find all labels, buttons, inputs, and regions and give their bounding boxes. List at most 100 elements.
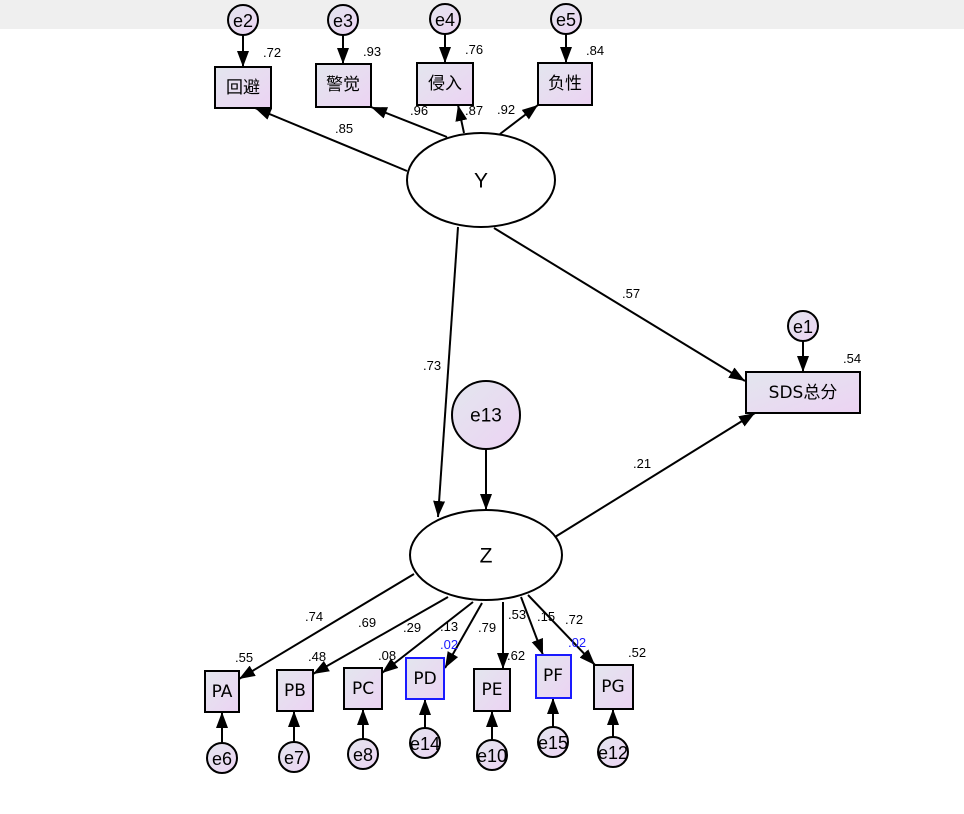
- latent-y-ellipse[interactable]: [406, 132, 556, 228]
- path-z-to-pf[interactable]: [520, 596, 544, 656]
- error-e15-circle[interactable]: [537, 726, 569, 758]
- error-e13[interactable]: e13: [451, 380, 521, 450]
- coef-z-sds: .21: [633, 456, 651, 471]
- error-e14[interactable]: e14: [409, 727, 441, 759]
- observed-pe[interactable]: PE: [473, 668, 511, 712]
- path-z-to-pb[interactable]: [312, 596, 449, 675]
- path-y-to-qinru[interactable]: [455, 104, 468, 134]
- r2-pb: .48: [308, 649, 326, 664]
- observed-sds-total[interactable]: SDS总分: [745, 371, 861, 414]
- observed-pb-box[interactable]: [276, 669, 314, 712]
- error-e3-label: e3: [333, 11, 353, 31]
- coef-z-pc: .29: [403, 620, 421, 635]
- path-z-to-pc[interactable]: [381, 601, 474, 674]
- error-e8-label: e8: [353, 745, 373, 765]
- error-e10[interactable]: e10: [476, 739, 508, 771]
- error-e7-circle[interactable]: [278, 741, 310, 773]
- coef-z-pg: .72: [565, 612, 583, 627]
- error-e4-label: e4: [435, 10, 455, 30]
- latent-z[interactable]: Z: [409, 509, 563, 601]
- observed-pg-box[interactable]: [593, 664, 634, 710]
- error-e4-circle[interactable]: [429, 3, 461, 35]
- observed-pd[interactable]: PD: [405, 657, 445, 700]
- observed-jingjue[interactable]: 警觉: [315, 63, 372, 108]
- observed-pf-label: PF: [543, 666, 563, 686]
- path-z-to-pd[interactable]: [444, 602, 483, 669]
- error-e15[interactable]: e15: [537, 726, 569, 758]
- observed-pc-box[interactable]: [343, 667, 383, 710]
- error-e5-circle[interactable]: [550, 3, 582, 35]
- observed-pa[interactable]: PA: [204, 670, 240, 713]
- error-e5[interactable]: e5: [550, 3, 582, 35]
- error-e1-label: e1: [793, 317, 813, 337]
- error-e6-label: e6: [212, 749, 232, 769]
- error-e2-circle[interactable]: [227, 4, 259, 36]
- error-e1-circle[interactable]: [787, 310, 819, 342]
- r2-huibi: .72: [263, 45, 281, 60]
- observed-pb-label: PB: [284, 681, 306, 701]
- latent-y[interactable]: Y: [406, 132, 556, 228]
- error-e8-circle[interactable]: [347, 738, 379, 770]
- observed-sds-total-box[interactable]: [745, 371, 861, 414]
- error-e7-label: e7: [284, 748, 304, 768]
- path-y-to-jingjue[interactable]: [370, 106, 448, 138]
- coef-z-pd: .13: [440, 619, 458, 634]
- observed-pg-label: PG: [601, 677, 624, 697]
- observed-pd-box[interactable]: [405, 657, 445, 700]
- observed-pc-label: PC: [352, 679, 374, 699]
- error-e10-circle[interactable]: [476, 739, 508, 771]
- observed-pg[interactable]: PG: [593, 664, 634, 710]
- observed-qinru-box[interactable]: [416, 62, 474, 106]
- observed-fuxing[interactable]: 负性: [537, 62, 593, 106]
- error-e12-label: e12: [598, 743, 628, 763]
- observed-qinru[interactable]: 侵入: [416, 62, 474, 106]
- path-y-to-fuxing[interactable]: [499, 104, 539, 135]
- observed-pf-box[interactable]: [535, 654, 572, 699]
- error-e3[interactable]: e3: [327, 4, 359, 36]
- r2-pg: .52: [628, 645, 646, 660]
- error-e12-circle[interactable]: [597, 736, 629, 768]
- r2-sds-total: .54: [843, 351, 861, 366]
- observed-jingjue-box[interactable]: [315, 63, 372, 108]
- path-z-to-pg[interactable]: [527, 594, 596, 666]
- path-y-to-sds[interactable]: [493, 227, 746, 382]
- observed-pa-box[interactable]: [204, 670, 240, 713]
- coef-z-pf: .15: [537, 609, 555, 624]
- r2-pd: .02: [440, 637, 458, 652]
- error-e4[interactable]: e4: [429, 3, 461, 35]
- error-e2[interactable]: e2: [227, 4, 259, 36]
- observed-huibi-box[interactable]: [214, 66, 272, 109]
- error-e3-circle[interactable]: [327, 4, 359, 36]
- error-e14-circle[interactable]: [409, 727, 441, 759]
- path-y-to-z[interactable]: [433, 226, 459, 518]
- error-e15-label: e15: [538, 733, 568, 753]
- error-e5-label: e5: [556, 10, 576, 30]
- error-e13-circle[interactable]: [451, 380, 521, 450]
- observed-pc[interactable]: PC: [343, 667, 383, 710]
- error-e13-label: e13: [470, 406, 502, 427]
- top-toolbar-band: [0, 0, 964, 29]
- r2-pc: .08: [378, 648, 396, 663]
- error-e8[interactable]: e8: [347, 738, 379, 770]
- path-z-to-sds[interactable]: [554, 412, 756, 538]
- observed-pb[interactable]: PB: [276, 669, 314, 712]
- observed-pe-box[interactable]: [473, 668, 511, 712]
- error-e12[interactable]: e12: [597, 736, 629, 768]
- r-squared-labels: .72 .93 .76 .84 .54 .55 .48 .08 .02 .62 …: [235, 42, 861, 665]
- error-e1[interactable]: e1: [787, 310, 819, 342]
- error-e6-circle[interactable]: [206, 742, 238, 774]
- observed-pf[interactable]: PF: [535, 654, 572, 699]
- path-y-to-huibi[interactable]: [254, 107, 408, 172]
- coef-y-z: .73: [423, 358, 441, 373]
- path-z-to-pa[interactable]: [238, 573, 415, 680]
- coef-z-pb: .69: [358, 615, 376, 630]
- error-e7[interactable]: e7: [278, 741, 310, 773]
- observed-huibi-label: 回避: [226, 78, 260, 98]
- coef-y-huibi: .85: [335, 121, 353, 136]
- observed-fuxing-box[interactable]: [537, 62, 593, 106]
- latent-y-label: Y: [474, 170, 488, 193]
- error-e6[interactable]: e6: [206, 742, 238, 774]
- latent-z-ellipse[interactable]: [409, 509, 563, 601]
- observed-huibi[interactable]: 回避: [214, 66, 272, 109]
